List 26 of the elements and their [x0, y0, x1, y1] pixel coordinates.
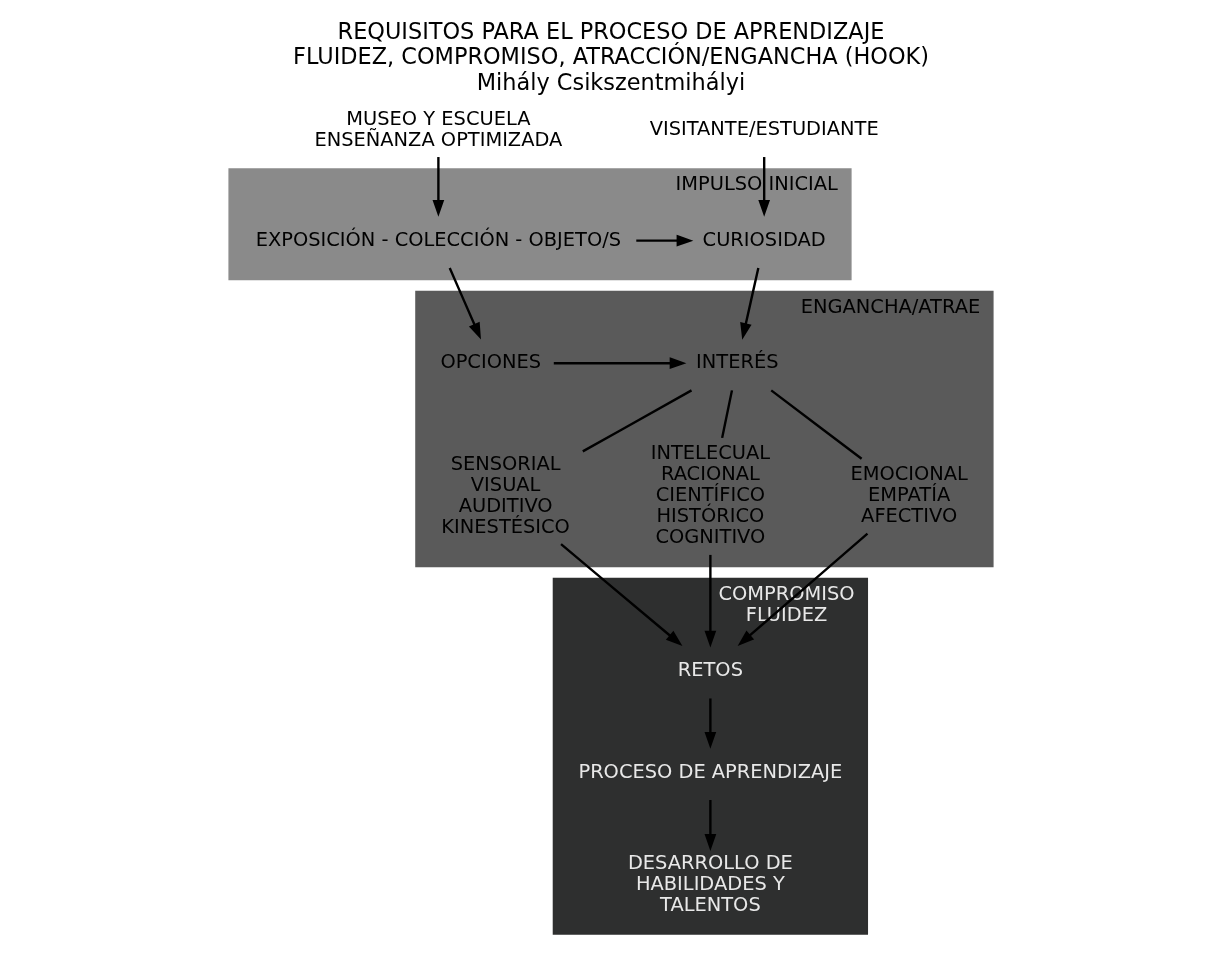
- node-text: DESARROLLO DE HABILIDADES Y TALENTOS: [627, 850, 793, 916]
- node-text: INTELECUAL RACIONAL CIENTÍFICO HISTÓRICO COGNITIVO: [650, 440, 771, 548]
- arrow: [758, 156, 771, 217]
- connector: [582, 388, 693, 452]
- arrow: [704, 697, 717, 749]
- node-text: EMOCIONAL EMPATÍA AFECTIVO: [850, 461, 968, 527]
- node-text: VISITANTE/ESTUDIANTE: [649, 116, 879, 140]
- arrow: [448, 267, 481, 340]
- node-text: CURIOSIDAD: [702, 227, 826, 251]
- arrow: [704, 799, 717, 851]
- arrow: [636, 234, 694, 246]
- node-text: OPCIONES: [440, 349, 542, 373]
- node-text: EXPOSICIÓN - COLECCIÓN - OBJETO/S: [255, 227, 622, 251]
- node-text: PROCESO DE APRENDIZAJE: [578, 759, 843, 783]
- arrow: [737, 532, 869, 646]
- arrow: [560, 542, 683, 646]
- node-text: SENSORIAL VISUAL AUDITIVO KINESTÉSICO: [441, 451, 570, 538]
- connector: [770, 388, 863, 460]
- diagram-title: REQUISITOS PARA EL PROCESO DE APRENDIZAJE FLUIDEZ, COMPROMISO, ATRACCIÓN/ENGANCHA (HOOK) Mihály Csikszentmihályi: [293, 17, 929, 95]
- connector: [720, 389, 734, 438]
- arrow: [704, 554, 717, 647]
- node-text: INTERÉS: [696, 349, 779, 373]
- arrow: [432, 156, 445, 217]
- node-text: RETOS: [677, 657, 743, 681]
- arrow: [553, 356, 687, 369]
- node-text: MUSEO Y ESCUELA ENSEÑANZA OPTIMIZADA: [314, 106, 563, 151]
